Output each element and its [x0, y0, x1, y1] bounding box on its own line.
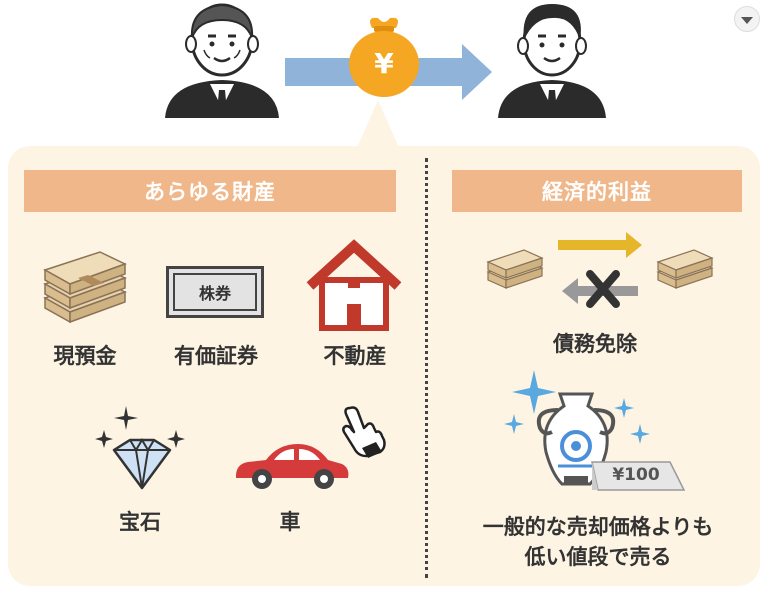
price-tag: ¥100	[612, 465, 660, 485]
stock-certificate-text: 株券	[173, 273, 257, 311]
stock-certificate-icon: 株券	[166, 266, 264, 318]
real-estate-label: 不動産	[323, 344, 387, 368]
transfer-illustration	[165, 3, 606, 118]
dropdown-toggle-button[interactable]	[734, 6, 760, 32]
yen-symbol: ¥	[374, 46, 394, 80]
sale-label-line1: 一般的な売却価格よりも	[482, 515, 714, 539]
car-icon	[236, 444, 349, 489]
section-divider	[425, 158, 428, 578]
economic-benefit-header: 経済的利益	[452, 170, 742, 212]
content-panel	[8, 146, 760, 586]
house-icon	[306, 239, 402, 331]
giver-person-icon	[165, 3, 279, 118]
debt-forgiveness-label: 債務免除	[553, 332, 637, 356]
receiver-person-icon	[498, 4, 606, 118]
debt-forgiveness-icon	[486, 232, 714, 308]
money-bag-icon	[349, 17, 419, 97]
jewel-label: 宝石	[119, 510, 161, 534]
diamond-icon	[95, 406, 185, 490]
panel-pointer	[356, 100, 400, 150]
car-label: 車	[279, 510, 301, 534]
hand-pointer-cursor-icon	[342, 406, 386, 458]
vase-icon	[504, 370, 686, 491]
securities-label: 有価証券	[174, 344, 258, 368]
cash-deposit-label: 現預金	[53, 344, 117, 368]
cash-bundle-icon	[43, 251, 127, 324]
sale-label-line2: 低い値段で売る	[524, 545, 672, 569]
assets-header: あらゆる財産	[24, 170, 396, 212]
chevron-down-icon	[741, 16, 753, 24]
